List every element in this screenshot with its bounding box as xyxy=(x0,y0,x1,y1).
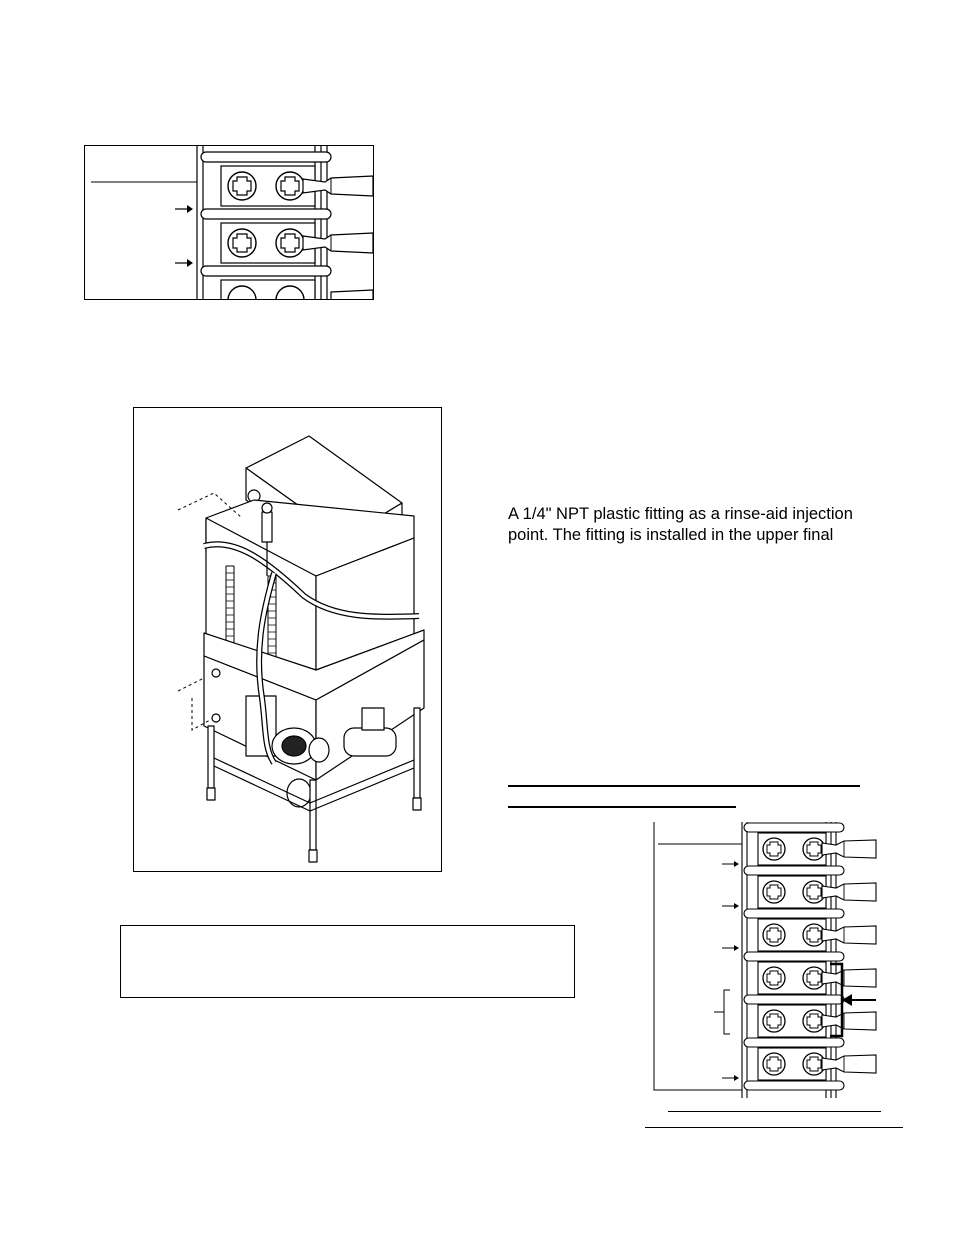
heading-underline-2 xyxy=(508,806,736,808)
terminal-block xyxy=(757,832,877,866)
dishmachine-drawing xyxy=(177,435,425,863)
terminal-block xyxy=(757,1047,877,1081)
note-box xyxy=(120,925,575,998)
terminal-block xyxy=(220,222,373,264)
bottom-terminal-strip-drawing xyxy=(653,822,877,1098)
pointer-arrow xyxy=(722,945,739,951)
rinse-aid-paragraph-line-2: point. The fitting is installed in the u… xyxy=(508,526,834,544)
jumper-pointer-arrow xyxy=(842,994,876,1006)
terminal-block xyxy=(757,918,877,952)
terminal-bracket xyxy=(714,989,730,1035)
figure-caption-rule-2 xyxy=(645,1127,903,1128)
pointer-arrow xyxy=(722,861,739,867)
terminal-block xyxy=(757,875,877,909)
pointer-arrow xyxy=(175,259,193,267)
rinse-aid-paragraph-line-1: A 1/4" NPT plastic fitting as a rinse-ai… xyxy=(508,505,853,523)
terminal-block xyxy=(220,279,373,299)
dishmachine-figure xyxy=(133,407,442,872)
pointer-arrow xyxy=(722,903,739,909)
pointer-arrow xyxy=(722,1075,739,1081)
heading-underline-1 xyxy=(508,785,860,787)
top-terminal-strip-drawing xyxy=(91,146,373,299)
bottom-terminal-strip-figure xyxy=(650,818,890,1098)
terminal-block xyxy=(220,165,373,207)
pointer-arrow xyxy=(175,205,193,213)
terminal-block xyxy=(757,961,877,995)
top-terminal-strip-figure xyxy=(84,145,374,300)
figure-caption-rule-1 xyxy=(668,1111,881,1112)
terminal-block xyxy=(757,1004,877,1038)
